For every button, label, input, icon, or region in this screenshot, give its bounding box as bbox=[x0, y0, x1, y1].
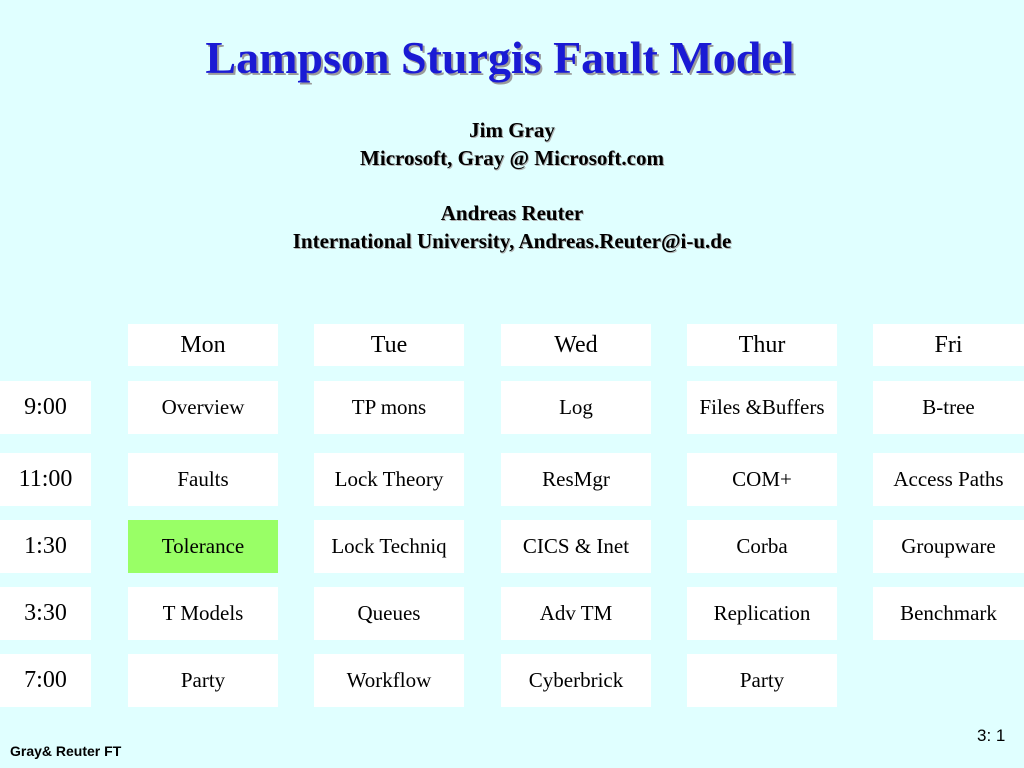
author-1-name: Jim Gray bbox=[469, 118, 555, 142]
time-label: 1:30 bbox=[0, 520, 91, 573]
session-cell: Files &Buffers bbox=[687, 381, 837, 434]
time-label: 7:00 bbox=[0, 654, 91, 707]
day-header-tue: Tue bbox=[314, 324, 464, 366]
session-cell: Benchmark bbox=[873, 587, 1024, 640]
session-cell: Access Paths bbox=[873, 453, 1024, 506]
day-header-fri: Fri bbox=[873, 324, 1024, 366]
session-cell: Adv TM bbox=[501, 587, 651, 640]
session-cell: Lock Techniq bbox=[314, 520, 464, 573]
session-cell-current: Tolerance bbox=[128, 520, 278, 573]
day-header-thur: Thur bbox=[687, 324, 837, 366]
session-cell: T Models bbox=[128, 587, 278, 640]
session-cell: Workflow bbox=[314, 654, 464, 707]
session-cell: Lock Theory bbox=[314, 453, 464, 506]
session-cell: Replication bbox=[687, 587, 837, 640]
session-cell: COM+ bbox=[687, 453, 837, 506]
time-label: 9:00 bbox=[0, 381, 91, 434]
session-cell: Corba bbox=[687, 520, 837, 573]
session-cell: Faults bbox=[128, 453, 278, 506]
session-cell: Party bbox=[687, 654, 837, 707]
time-label: 3:30 bbox=[0, 587, 91, 640]
session-cell: Log bbox=[501, 381, 651, 434]
author-2-affiliation: International University, Andreas.Reuter… bbox=[292, 229, 732, 253]
session-cell: CICS & Inet bbox=[501, 520, 651, 573]
author-1-affiliation: Microsoft, Gray @ Microsoft.com bbox=[360, 146, 664, 170]
session-cell: Overview bbox=[128, 381, 278, 434]
day-header-wed: Wed bbox=[501, 324, 651, 366]
session-cell: Cyberbrick bbox=[501, 654, 651, 707]
footer-author-course: Gray& Reuter FT bbox=[10, 743, 122, 759]
author-2-name: Andreas Reuter bbox=[440, 201, 584, 225]
slide-title: Lampson Sturgis Fault Model bbox=[205, 32, 795, 83]
session-cell: Queues bbox=[314, 587, 464, 640]
session-cell: ResMgr bbox=[501, 453, 651, 506]
session-cell: TP mons bbox=[314, 381, 464, 434]
page-number: 3: 1 bbox=[977, 726, 1006, 745]
time-label: 11:00 bbox=[0, 453, 91, 506]
session-cell: Party bbox=[128, 654, 278, 707]
day-header-mon: Mon bbox=[128, 324, 278, 366]
session-cell: Groupware bbox=[873, 520, 1024, 573]
session-cell: B-tree bbox=[873, 381, 1024, 434]
